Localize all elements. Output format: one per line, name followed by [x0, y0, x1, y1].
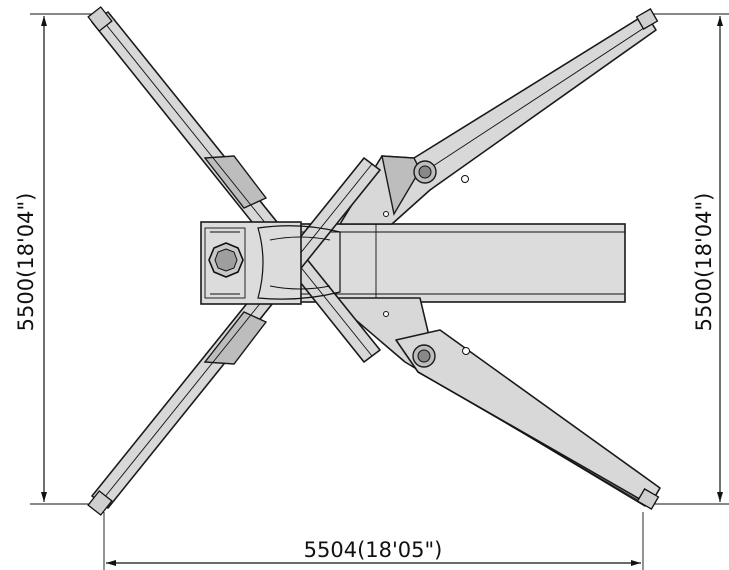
outrigger-lower-right [329, 297, 661, 510]
bottom-dimension-label: 5504(18'05") [304, 538, 443, 562]
boom [299, 223, 626, 303]
right-dimension-label: 5500(18'04") [692, 193, 716, 332]
left-dimension-label: 5500(18'04") [14, 193, 38, 332]
outrigger-lower-left [87, 157, 381, 516]
outrigger-upper-right [339, 8, 659, 225]
right-dimension: 5500(18'04") [648, 13, 729, 505]
left-dimension: 5500(18'04") [14, 13, 100, 505]
turret [200, 221, 341, 305]
outrigger-upper-left [87, 6, 381, 363]
bottom-dimension: 5504(18'05") [103, 512, 644, 570]
